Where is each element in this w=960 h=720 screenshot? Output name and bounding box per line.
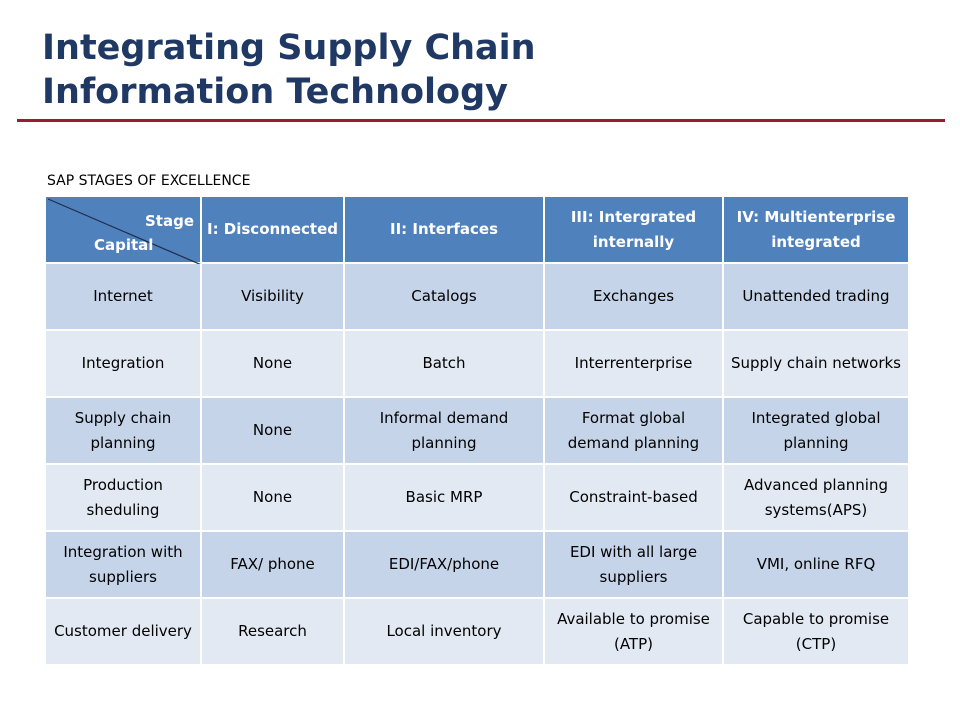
table-cell: None: [200, 329, 345, 398]
table-row: Integration None Batch Interrenterprise …: [44, 329, 910, 398]
table-cell: Basic MRP: [343, 463, 545, 532]
table-cell: None: [200, 463, 345, 532]
corner-capital-label: Capital: [94, 236, 154, 254]
header-cell: I: Disconnected: [200, 195, 345, 264]
table-cell: Available to promise (ATP): [543, 597, 724, 666]
table-cell: FAX/ phone: [200, 530, 345, 599]
table-cell: EDI/FAX/phone: [343, 530, 545, 599]
table-row: Production sheduling None Basic MRP Cons…: [44, 463, 910, 532]
table-cell: Research: [200, 597, 345, 666]
table-header-row: Stage Capital I: Disconnected II: Interf…: [44, 195, 910, 264]
table-cell: Exchanges: [543, 262, 724, 331]
slide-title: Integrating Supply Chain Information Tec…: [42, 26, 922, 114]
table-row: Supply chain planning None Informal dema…: [44, 396, 910, 465]
corner-stage-label: Stage: [144, 212, 194, 230]
title-divider: [17, 119, 945, 122]
table-row: Integration with suppliers FAX/ phone ED…: [44, 530, 910, 599]
table-cell: Constraint-based: [543, 463, 724, 532]
table-cell: Unattended trading: [722, 262, 910, 331]
table-cell: Local inventory: [343, 597, 545, 666]
table-cell: Capable to promise (CTP): [722, 597, 910, 666]
header-cell: II: Interfaces: [343, 195, 545, 264]
table-cell: Interrenterprise: [543, 329, 724, 398]
table-cell: Catalogs: [343, 262, 545, 331]
table-cell: Integrated global planning: [722, 396, 910, 465]
row-label-cell: Supply chain planning: [44, 396, 202, 465]
header-cell: III: Intergrated internally: [543, 195, 724, 264]
table-cell: VMI, online RFQ: [722, 530, 910, 599]
table-cell: Format global demand planning: [543, 396, 724, 465]
table-cell: Informal demand planning: [343, 396, 545, 465]
title-line-2: Information Technology: [42, 72, 508, 112]
table-cell: EDI with all large suppliers: [543, 530, 724, 599]
corner-diagonal-line: [47, 198, 201, 264]
row-label-cell: Internet: [44, 262, 202, 331]
table-cell: Supply chain networks: [722, 329, 910, 398]
table-cell: None: [200, 396, 345, 465]
table-cell: Batch: [343, 329, 545, 398]
row-label-cell: Integration with suppliers: [44, 530, 202, 599]
table-row: Customer delivery Research Local invento…: [44, 597, 910, 666]
corner-header-cell: Stage Capital: [44, 195, 202, 264]
title-line-1: Integrating Supply Chain: [42, 28, 536, 68]
stages-table: Stage Capital I: Disconnected II: Interf…: [44, 195, 910, 666]
table-caption: SAP STAGES OF EXCELLENCE: [47, 173, 251, 189]
row-label-cell: Production sheduling: [44, 463, 202, 532]
table-cell: Advanced planning systems(APS): [722, 463, 910, 532]
table-row: Internet Visibility Catalogs Exchanges U…: [44, 262, 910, 331]
row-label-cell: Integration: [44, 329, 202, 398]
table-cell: Visibility: [200, 262, 345, 331]
header-cell: IV: Multienterprise integrated: [722, 195, 910, 264]
row-label-cell: Customer delivery: [44, 597, 202, 666]
